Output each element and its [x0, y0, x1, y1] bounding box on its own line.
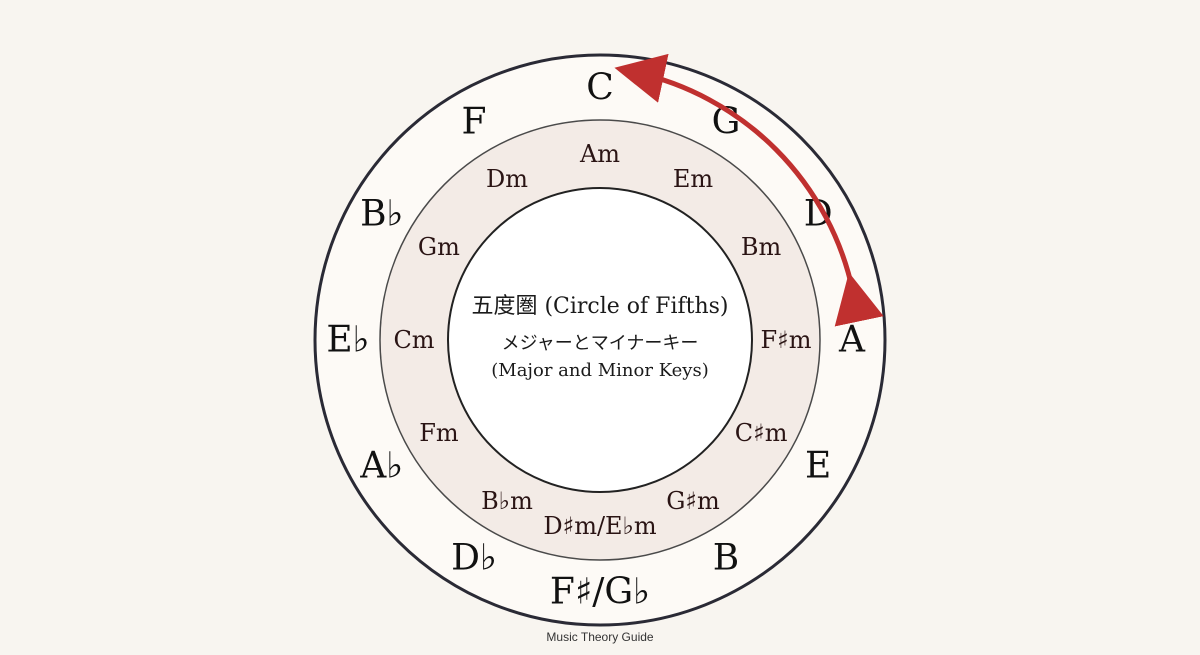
minor-key-label: Cm [393, 326, 434, 354]
minor-key-label: Dm [486, 165, 528, 193]
center-title: 五度圏 (Circle of Fifths) [471, 294, 728, 319]
minor-key-label: D♯m/E♭m [543, 512, 657, 540]
major-key-label: E [805, 446, 831, 487]
minor-key-label: Am [579, 140, 620, 168]
minor-key-label: B♭m [481, 487, 533, 515]
major-key-label: E♭ [326, 320, 369, 361]
major-key-label: B [713, 538, 739, 579]
minor-key-label: Em [673, 165, 714, 193]
major-key-label: C [586, 68, 614, 109]
minor-key-label: C♯m [735, 419, 788, 447]
fifths-arrow [614, 53, 884, 327]
center-subtitle: メジャーとマイナーキー [502, 333, 699, 354]
minor-key-label: F♯m [760, 326, 811, 354]
minor-key-label: Gm [418, 233, 460, 261]
major-key-label: A♭ [359, 446, 403, 487]
minor-key-label: Fm [419, 419, 459, 447]
major-key-label: D♭ [451, 538, 497, 579]
major-key-label: F [462, 101, 487, 142]
minor-key-label: Bm [741, 233, 782, 261]
footer-credit: Music Theory Guide [546, 630, 654, 644]
major-key-label: F♯/G♭ [550, 572, 650, 613]
minor-key-label: G♯m [666, 487, 720, 515]
major-key-label: B♭ [360, 194, 403, 235]
major-key-label: A [838, 320, 866, 361]
center-subtitle-english: (Major and Minor Keys) [491, 360, 709, 381]
